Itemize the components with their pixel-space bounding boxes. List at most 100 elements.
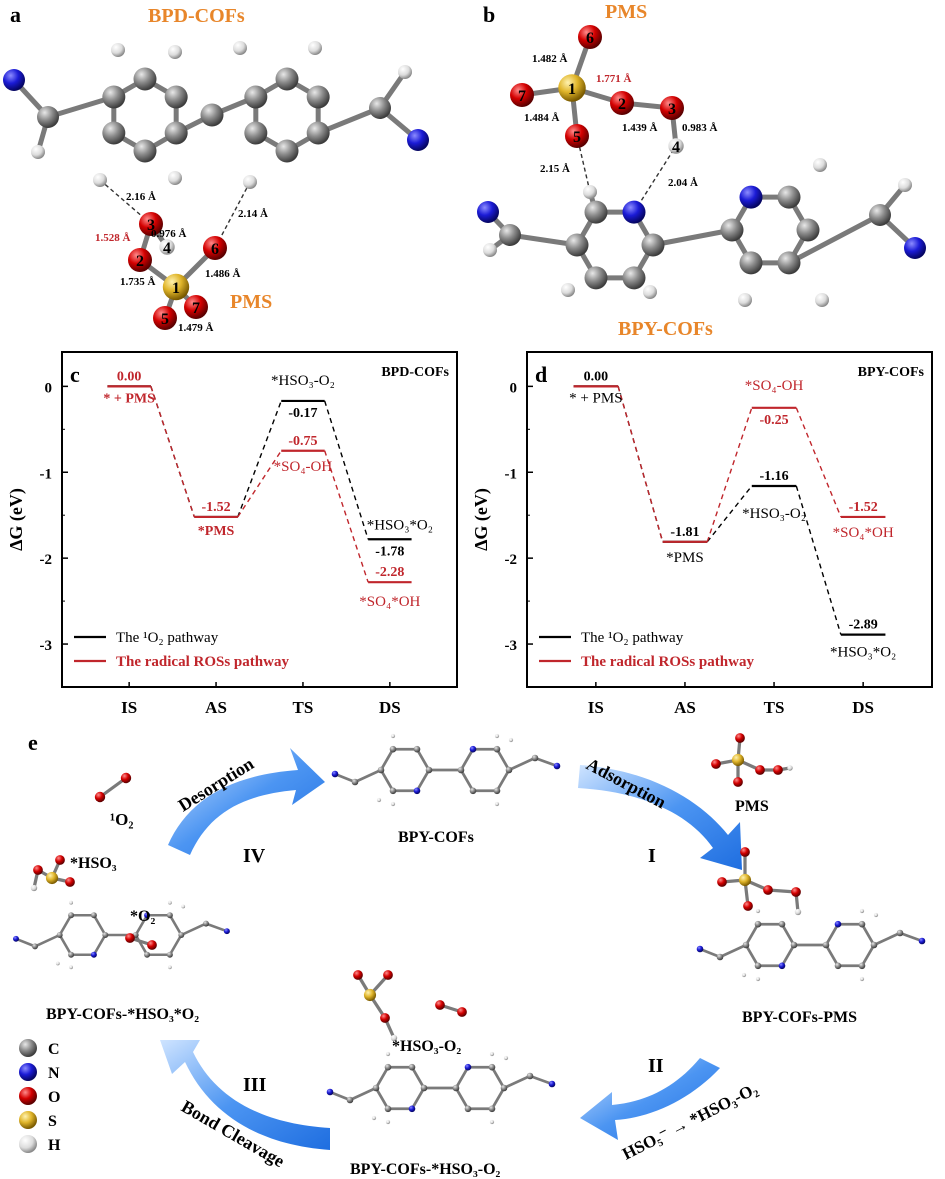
carbon-atom [425, 766, 433, 774]
nitrogen-atom [622, 200, 646, 224]
carbon-atom [500, 1084, 508, 1092]
x-tick-label: DS [852, 698, 874, 717]
x-tick-label: TS [764, 698, 785, 717]
carbon-atom [306, 85, 330, 109]
carbon-atom [178, 932, 185, 938]
oxygen-atom [660, 96, 684, 120]
carbon-atom [244, 121, 268, 145]
panel-a-pms-label: PMS [230, 291, 272, 313]
nitrogen-atom [3, 69, 25, 91]
carbon-atom [870, 941, 878, 949]
atom-index-label: 6 [211, 241, 219, 258]
panel-e: e Desorption Adsorption Bond Cleavage HS… [13, 730, 926, 1178]
sulfur-atom [363, 988, 377, 1002]
oxygen-atom [147, 940, 157, 950]
carbon-atom [499, 224, 521, 246]
step-numeral-iv: IV [243, 845, 266, 867]
nitrogen-atom [13, 935, 19, 942]
hydrogen-atom [494, 733, 500, 739]
carbon-atom [796, 218, 820, 242]
atom-index-label: 7 [192, 300, 200, 317]
carbon-atom [777, 251, 801, 275]
carbon-atom [166, 912, 173, 919]
data-label: -1.16 [759, 469, 788, 484]
hydrogen-atom [503, 1055, 509, 1061]
chart-title: BPD-COFs [381, 365, 449, 380]
y-tick-label: -1 [40, 466, 53, 482]
nitrogen-atom [548, 1080, 556, 1088]
nitrogen-atom [469, 745, 477, 753]
hydrogen-atom [308, 41, 322, 55]
bond [502, 1074, 532, 1090]
bond [374, 1065, 390, 1090]
bond [134, 933, 149, 957]
bond [328, 1090, 352, 1102]
atom-index-label: 3 [147, 217, 155, 234]
carbon-legend-swatch [19, 1039, 37, 1057]
distance-label: 1.771 Å [596, 73, 632, 85]
arrow-step-ii [580, 1058, 720, 1140]
legend-element-label: N [48, 1065, 60, 1082]
panel-b-title: PMS [605, 1, 647, 23]
data-label: -2.28 [375, 565, 404, 580]
sulfur-atom [738, 873, 752, 887]
state-label-pms: PMS [735, 798, 769, 815]
carbon-atom [469, 787, 477, 795]
arrow-bond-cleavage [160, 1040, 330, 1150]
molecule-bpy-top [331, 733, 561, 807]
bond [454, 1086, 470, 1111]
panel-letter: d [535, 362, 547, 387]
oxygen-atom [435, 1000, 445, 1010]
x-tick-label: IS [588, 698, 604, 717]
carbon-atom [133, 139, 157, 163]
carbon-atom [493, 745, 501, 753]
state-label-bpy-pms: BPY-COFs-PMS [742, 1009, 857, 1026]
x-tick-label: AS [205, 698, 227, 717]
bond [353, 768, 383, 784]
chart-frame [61, 351, 458, 688]
energy-connector [237, 400, 282, 518]
hydrogen-atom [643, 285, 657, 299]
oxygen-atom [139, 212, 163, 236]
carbon-atom [834, 962, 842, 970]
atom-index-label: 5 [161, 311, 169, 328]
state-label-bpy: BPY-COFs [398, 829, 474, 846]
bond [860, 943, 876, 968]
panel-letter: c [70, 362, 80, 387]
nitrogen-atom [326, 1088, 334, 1096]
distance-label: 2.15 Å [540, 163, 570, 175]
oxygen-atom [763, 885, 773, 895]
energy-connector [617, 386, 664, 543]
carbon-atom [68, 912, 75, 919]
oxygen-atom [383, 970, 393, 980]
carbon-atom [584, 266, 608, 290]
hydrogen-atom [168, 171, 182, 185]
data-label: 0.00 [117, 369, 142, 384]
hydrogen-atom [390, 733, 396, 739]
atom-index-label: 4 [672, 139, 680, 156]
hydrogen-atom [898, 178, 912, 192]
bond [374, 1086, 390, 1111]
bond [786, 212, 883, 266]
data-label: *SO₄-OH [745, 378, 804, 394]
bond [459, 747, 475, 772]
oxygen-atom [120, 772, 132, 784]
carbon-atom [622, 266, 646, 290]
hydrogen-atom [390, 1034, 398, 1042]
carbon-atom [493, 787, 501, 795]
carbon-atom [531, 754, 539, 762]
oxygen-atom [743, 901, 753, 911]
data-label: *HSO₃-O₂ [742, 506, 806, 522]
oxygen-atom [65, 877, 75, 887]
y-axis-label: ΔG (eV) [6, 488, 27, 551]
state-label-bpy-hso3-o2: BPY-COFs-*HSO₃*O₂ [46, 1006, 199, 1023]
carbon-atom [372, 1084, 380, 1092]
bond [824, 943, 840, 968]
x-tick-label: AS [674, 698, 696, 717]
bond [58, 933, 73, 957]
y-tick-label: -1 [505, 466, 518, 482]
sulfur-atom [162, 273, 190, 301]
bond [507, 756, 537, 772]
oxygen-atom [740, 847, 750, 857]
